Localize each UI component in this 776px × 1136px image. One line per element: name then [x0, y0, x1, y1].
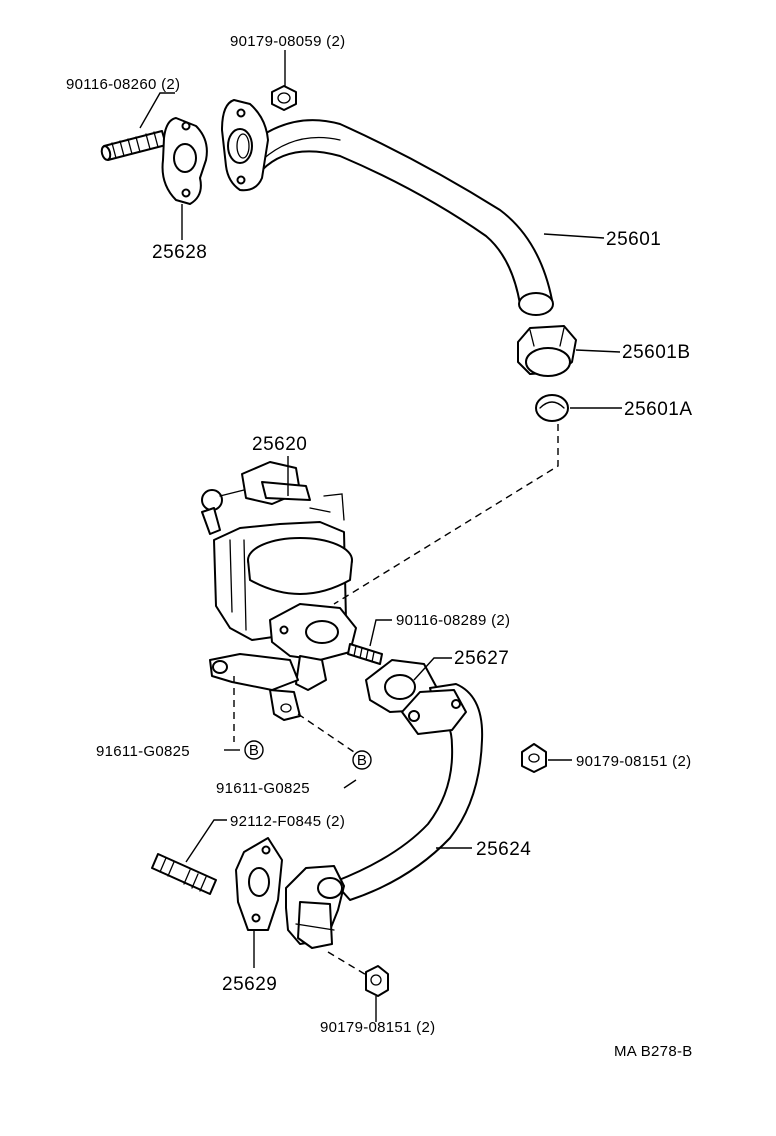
- marker-b1: [244, 740, 264, 760]
- label-nut-top: 90179-08059 (2): [230, 33, 345, 50]
- label-nut-bottom: 90179-08151 (2): [320, 1019, 435, 1036]
- label-bolt-b1: 91611-G0825: [96, 743, 190, 760]
- label-nut-right: 90179-08151 (2): [576, 753, 691, 770]
- union-nut: [517, 325, 577, 377]
- nut-top: [271, 85, 297, 111]
- stud-low: [151, 853, 217, 895]
- pipe-lower: [285, 683, 484, 949]
- plug: [535, 394, 569, 422]
- label-plug: 25601A: [624, 399, 693, 420]
- marker-b1-text: B: [249, 742, 259, 759]
- marker-b2: [352, 750, 372, 770]
- label-pipe-lower: 25624: [476, 839, 531, 860]
- label-gasket-top: 25628: [152, 242, 207, 263]
- nut-bottom: [365, 965, 389, 997]
- label-egr-valve: 25620: [252, 434, 307, 455]
- egr-valve: [201, 461, 357, 721]
- label-bolt-b2: 91611-G0825: [216, 780, 310, 797]
- label-stud-low: 92112-F0845 (2): [230, 813, 345, 830]
- nut-right: [521, 743, 547, 773]
- gasket-low: [235, 837, 283, 931]
- marker-b2-text: B: [357, 752, 367, 769]
- stud-top: [100, 130, 167, 161]
- label-stud-mid: 90116-08289 (2): [396, 612, 510, 629]
- label-pipe-upper: 25601: [606, 229, 661, 250]
- pipe-upper: [221, 99, 554, 316]
- dashed-lines: [233, 424, 559, 977]
- stud-mid: [347, 643, 383, 665]
- gasket-top: [161, 117, 208, 205]
- label-union-nut: 25601B: [622, 342, 691, 363]
- leader-lines: [139, 50, 622, 1022]
- label-stud-top: 90116-08260 (2): [66, 76, 180, 93]
- label-gasket-mid: 25627: [454, 648, 509, 669]
- label-gasket-low: 25629: [222, 974, 277, 995]
- label-ref-code: MA B278-B: [614, 1043, 693, 1060]
